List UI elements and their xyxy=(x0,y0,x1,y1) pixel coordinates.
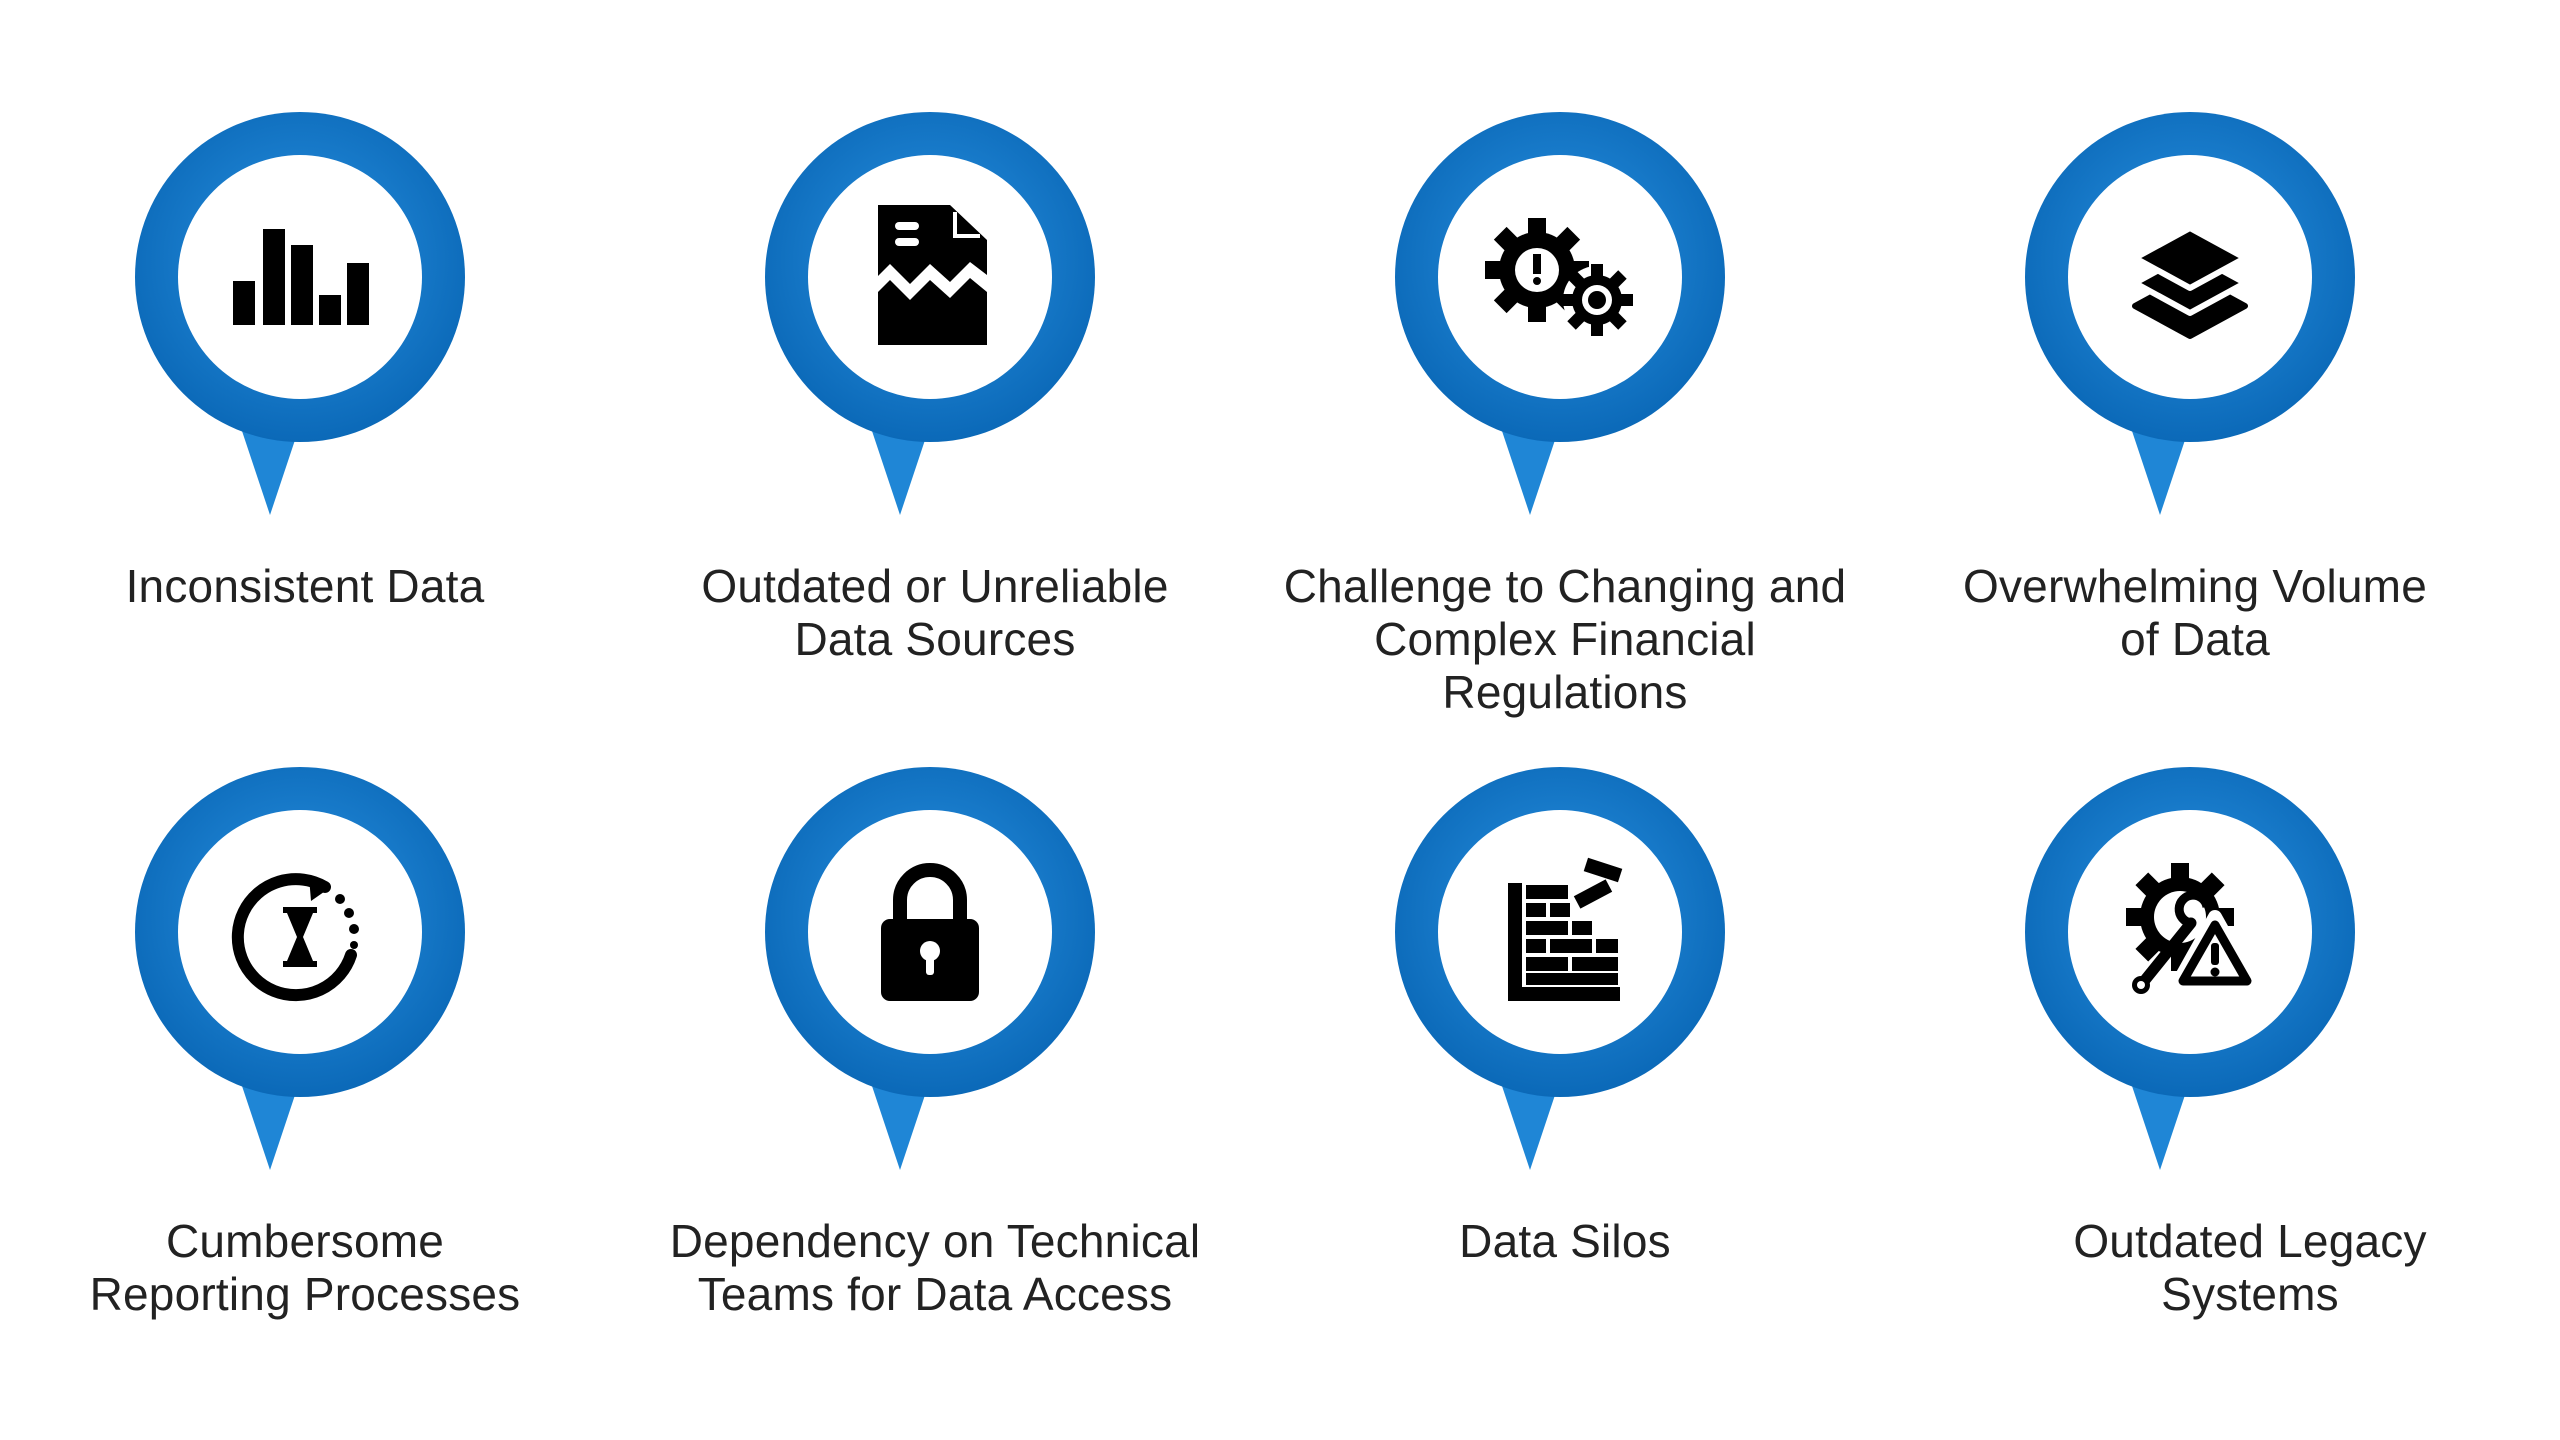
torn-document-icon xyxy=(615,0,1255,420)
challenge-label: Challenge to Changing and Complex Financ… xyxy=(1283,560,1847,718)
bricks-icon xyxy=(1245,655,1885,1075)
bar-chart-icon xyxy=(0,0,625,420)
layers-icon xyxy=(1875,0,2515,420)
challenge-label: Outdated Legacy Systems xyxy=(2073,1215,2427,1320)
challenge-label: Data Silos xyxy=(1459,1215,1671,1267)
challenge-label: Inconsistent Data xyxy=(125,560,485,612)
gears-alert-icon xyxy=(1245,0,1885,420)
legacy-warning-icon xyxy=(1875,655,2515,1075)
hourglass-clock-icon xyxy=(0,655,625,1075)
challenge-label: Outdated or Unreliable Data Sources xyxy=(701,560,1169,665)
map-pin xyxy=(615,0,1255,515)
challenge-label: Dependency on Technical Teams for Data A… xyxy=(669,1215,1201,1320)
padlock-icon xyxy=(615,655,1255,1075)
challenge-label: Overwhelming Volume of Data xyxy=(1962,560,2427,665)
challenge-label: Cumbersome Reporting Processes xyxy=(89,1215,521,1320)
